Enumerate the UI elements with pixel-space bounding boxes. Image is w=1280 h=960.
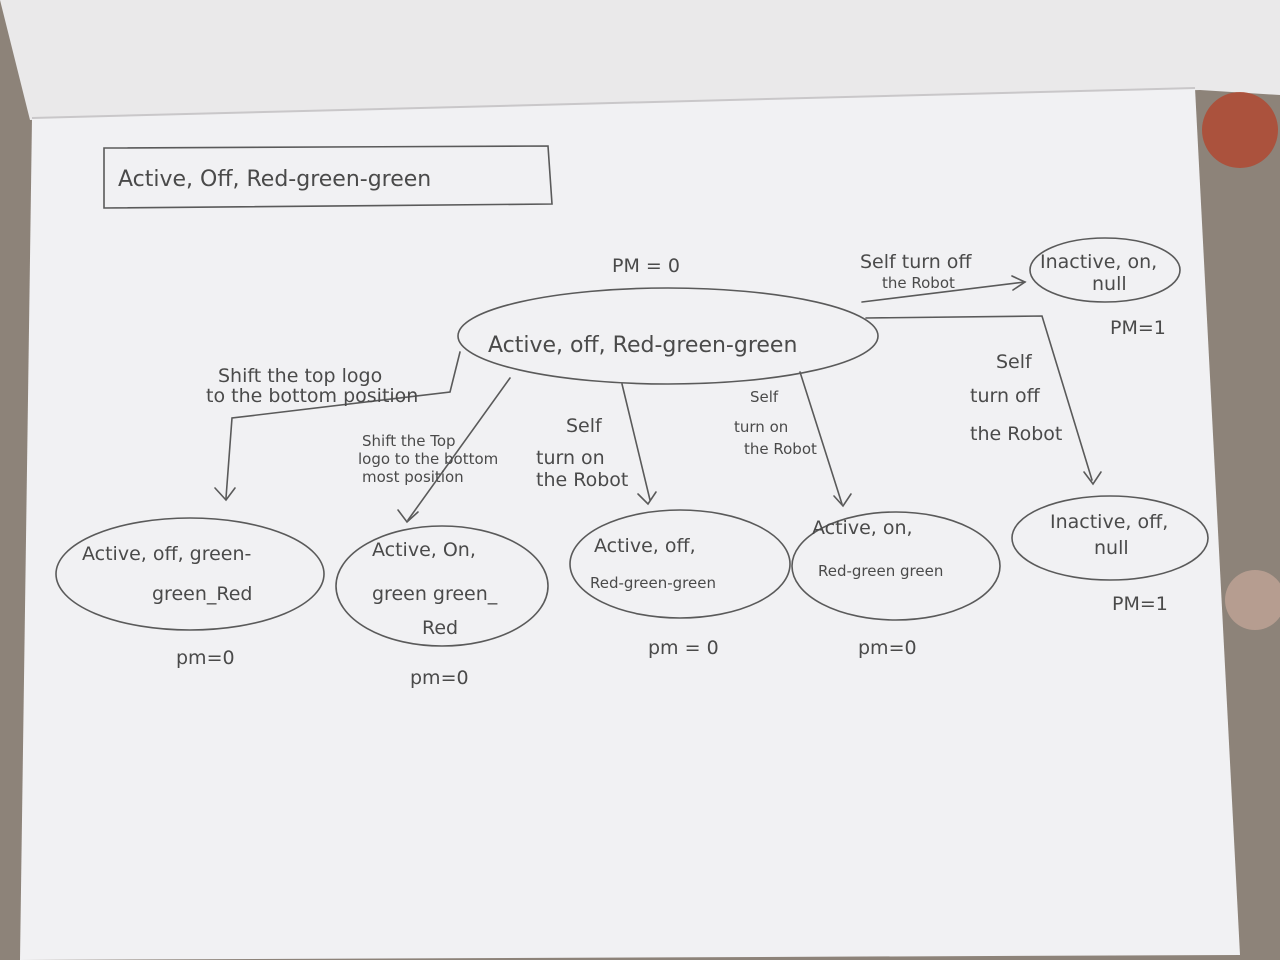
title-box: Active, Off, Red-green-green xyxy=(103,145,553,209)
edge-4-line1: Self xyxy=(750,388,779,406)
child-node-1: Active, off, green- green_Red pm=0 xyxy=(55,517,325,669)
edge-2-line1: Shift the Top xyxy=(362,432,456,450)
node-inactive-on-line1: Inactive, on, xyxy=(1040,251,1157,273)
edge-root-to-inactive-on xyxy=(861,281,1026,303)
edge-2-line2: logo to the bottom xyxy=(358,450,498,468)
arrowhead-child-5 xyxy=(1083,471,1102,486)
child-3-line2: Red-green-green xyxy=(590,574,716,592)
fabric-pattern xyxy=(1225,570,1280,630)
edge-4-line2: turn on xyxy=(734,418,788,436)
edge-4-line3: the Robot xyxy=(744,440,817,458)
node-inactive-on-pm: PM=1 xyxy=(1110,317,1166,339)
arrowhead-child-2 xyxy=(397,509,419,524)
edge-shift-top-logo-line2: to the bottom position xyxy=(206,385,418,407)
edge-5-line2: turn off xyxy=(970,385,1041,407)
arrowhead-child-4 xyxy=(833,493,852,508)
edge-root-to-child-4 xyxy=(799,371,843,505)
root-pm-label: PM = 0 xyxy=(612,255,680,277)
edge-self-turn-off-label1: Self turn off xyxy=(860,251,972,273)
edge-shift-top-logo-line1: Shift the top logo xyxy=(218,365,382,387)
edge-root-to-child-2 xyxy=(407,377,511,521)
diagram-title: Active, Off, Red-green-green xyxy=(118,167,431,192)
edge-5-line3: the Robot xyxy=(970,423,1062,445)
child-2-line3: Red xyxy=(422,617,458,639)
node-inactive-on-line2: null xyxy=(1092,273,1127,295)
edge-3-line1: Self xyxy=(566,415,603,437)
edge-root-to-child-3 xyxy=(621,383,651,501)
node-inactive-on-null: Inactive, on, null xyxy=(1029,237,1181,303)
child-2-pm: pm=0 xyxy=(410,667,469,689)
child-1-pm: pm=0 xyxy=(176,647,235,669)
arrowhead-inactive-on xyxy=(1011,275,1027,291)
back-page xyxy=(0,0,1280,120)
page-edge xyxy=(31,87,1196,119)
child-node-2: Active, On, green green_ Red pm=0 xyxy=(335,525,549,689)
arrowhead-child-3 xyxy=(637,491,657,506)
fabric-pattern xyxy=(1202,92,1278,168)
root-node-label: Active, off, Red-green-green xyxy=(488,333,797,358)
child-2-line1: Active, On, xyxy=(372,539,476,561)
arrowhead-child-1 xyxy=(214,487,236,502)
child-node-3: Active, off, Red-green-green pm = 0 xyxy=(569,509,791,659)
child-1-line1: Active, off, green- xyxy=(82,543,251,565)
child-node-4: Active, on, Red-green green pm=0 xyxy=(791,511,1001,659)
child-5-line1: Inactive, off, xyxy=(1050,511,1168,533)
root-node: Active, off, Red-green-green xyxy=(457,287,879,385)
edge-self-turn-off-label2: the Robot xyxy=(882,274,955,292)
edge-2-line3: most position xyxy=(362,468,464,486)
child-4-line1: Active, on, xyxy=(812,517,913,539)
child-4-pm: pm=0 xyxy=(858,637,917,659)
edge-root-to-child-5 xyxy=(865,315,1093,481)
child-5-pm: PM=1 xyxy=(1112,593,1168,615)
child-5-line2: null xyxy=(1094,537,1129,559)
edge-3-line2: turn on xyxy=(536,447,605,469)
edge-5-line1: Self xyxy=(996,351,1033,373)
edge-3-line3: the Robot xyxy=(536,469,628,491)
child-node-5: Inactive, off, null PM=1 xyxy=(1011,495,1209,615)
child-1-line2: green_Red xyxy=(152,583,252,605)
child-3-line1: Active, off, xyxy=(594,535,696,557)
child-2-line2: green green_ xyxy=(372,583,498,605)
paper-sheet xyxy=(20,88,1240,960)
edge-root-to-child-1 xyxy=(225,351,461,499)
child-3-pm: pm = 0 xyxy=(648,637,719,659)
child-4-line2: Red-green green xyxy=(818,562,943,580)
